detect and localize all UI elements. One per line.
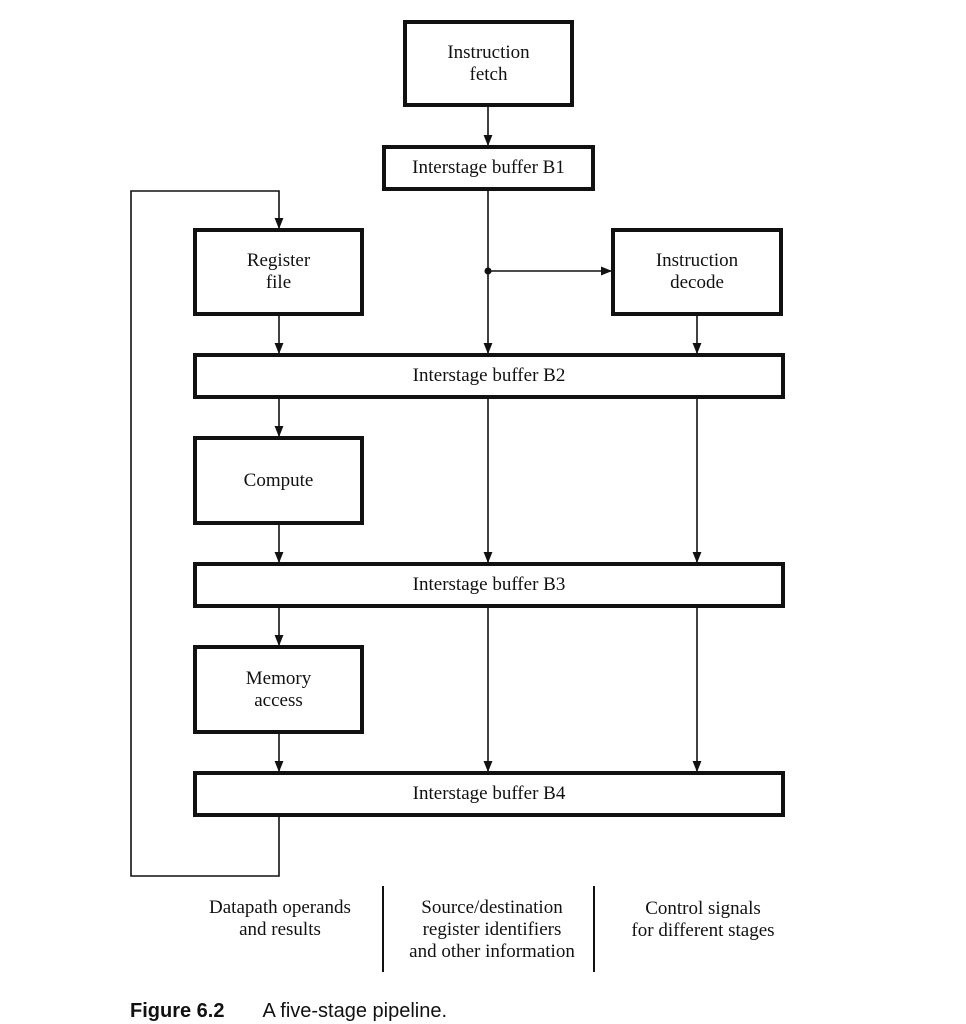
column-label-control-signals: Control signals for different stages	[631, 898, 775, 941]
column-label-datapath: Datapath operands and results	[209, 897, 351, 940]
column-divider-right	[593, 886, 595, 972]
interstage-buffer-b4: Interstage buffer B4	[193, 771, 785, 817]
instruction-fetch-stage: Instruction fetch	[403, 20, 574, 107]
column-divider-left	[382, 886, 384, 972]
compute-stage: Compute	[193, 436, 364, 525]
figure-title: A five-stage pipeline.	[262, 1000, 448, 1022]
interstage-buffer-b1: Interstage buffer B1	[382, 145, 595, 191]
instruction-decode-stage: Instruction decode	[611, 228, 783, 316]
memory-access-stage: Memory access	[193, 645, 364, 734]
figure-number: Figure 6.2	[130, 1000, 225, 1022]
junction-dot	[484, 267, 492, 275]
feedback-loop-b4-to-regfile	[130, 190, 284, 877]
column-label-register-ids: Source/destination register identifiers …	[409, 897, 575, 962]
interstage-buffer-b3: Interstage buffer B3	[193, 562, 785, 608]
interstage-buffer-b2: Interstage buffer B2	[193, 353, 785, 399]
figure-caption: Figure 6.2 A five-stage pipeline.	[130, 1000, 447, 1023]
register-file-stage: Register file	[193, 228, 364, 316]
